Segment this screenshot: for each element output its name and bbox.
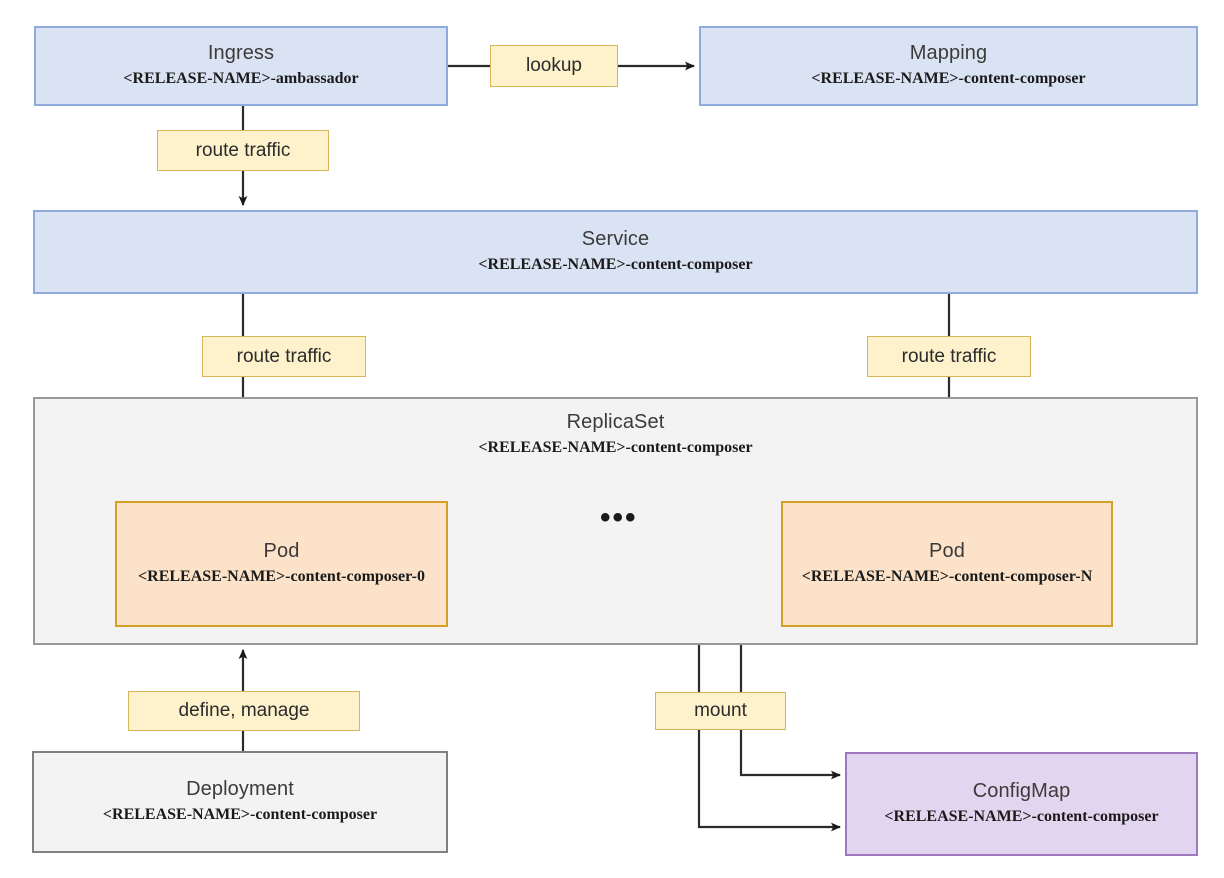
deployment-kind-label: Deployment — [186, 778, 294, 801]
edge-label-define-manage[interactable]: define, manage — [128, 691, 360, 731]
node-configmap[interactable]: ConfigMap <RELEASE-NAME>-content-compose… — [845, 752, 1198, 856]
edge-mount-configmap-upper — [739, 730, 841, 780]
mapping-name-label: <RELEASE-NAME>-content-composer — [811, 70, 1086, 87]
edge-label-route-traffic-ingress[interactable]: route traffic — [157, 130, 329, 171]
replicaset-ellipsis: ••• — [600, 501, 638, 534]
node-mapping[interactable]: Mapping <RELEASE-NAME>-content-composer — [699, 26, 1198, 106]
edge-label-route-traffic-left[interactable]: route traffic — [202, 336, 366, 377]
pod-last-name-label: <RELEASE-NAME>-content-composer-N — [801, 568, 1093, 585]
node-service[interactable]: Service <RELEASE-NAME>-content-composer — [33, 210, 1198, 294]
ingress-kind-label: Ingress — [207, 42, 275, 65]
node-ingress[interactable]: Ingress <RELEASE-NAME>-ambassador — [34, 26, 448, 106]
mapping-kind-label: Mapping — [909, 42, 988, 65]
replicaset-name-label: <RELEASE-NAME>-content-composer — [478, 438, 753, 456]
configmap-kind-label: ConfigMap — [972, 780, 1071, 803]
service-name-label: <RELEASE-NAME>-content-composer — [478, 256, 753, 273]
node-deployment[interactable]: Deployment <RELEASE-NAME>-content-compos… — [32, 751, 448, 853]
replicaset-kind-label: ReplicaSet — [566, 411, 665, 433]
edge-label-route-traffic-right[interactable]: route traffic — [867, 336, 1031, 377]
ingress-name-label: <RELEASE-NAME>-ambassador — [123, 70, 359, 87]
deployment-name-label: <RELEASE-NAME>-content-composer — [102, 806, 378, 823]
edge-label-lookup[interactable]: lookup — [490, 45, 618, 87]
pod-first-kind-label: Pod — [263, 540, 300, 563]
edge-mount-configmap-lower — [697, 730, 841, 832]
service-kind-label: Service — [581, 228, 650, 251]
node-pod-last[interactable]: Pod <RELEASE-NAME>-content-composer-N — [781, 501, 1113, 627]
pod-first-name-label: <RELEASE-NAME>-content-composer-0 — [138, 568, 425, 585]
node-pod-first[interactable]: Pod <RELEASE-NAME>-content-composer-0 — [115, 501, 448, 627]
pod-last-kind-label: Pod — [929, 540, 965, 563]
edge-label-mount[interactable]: mount — [655, 692, 786, 730]
configmap-name-label: <RELEASE-NAME>-content-composer — [884, 808, 1159, 825]
